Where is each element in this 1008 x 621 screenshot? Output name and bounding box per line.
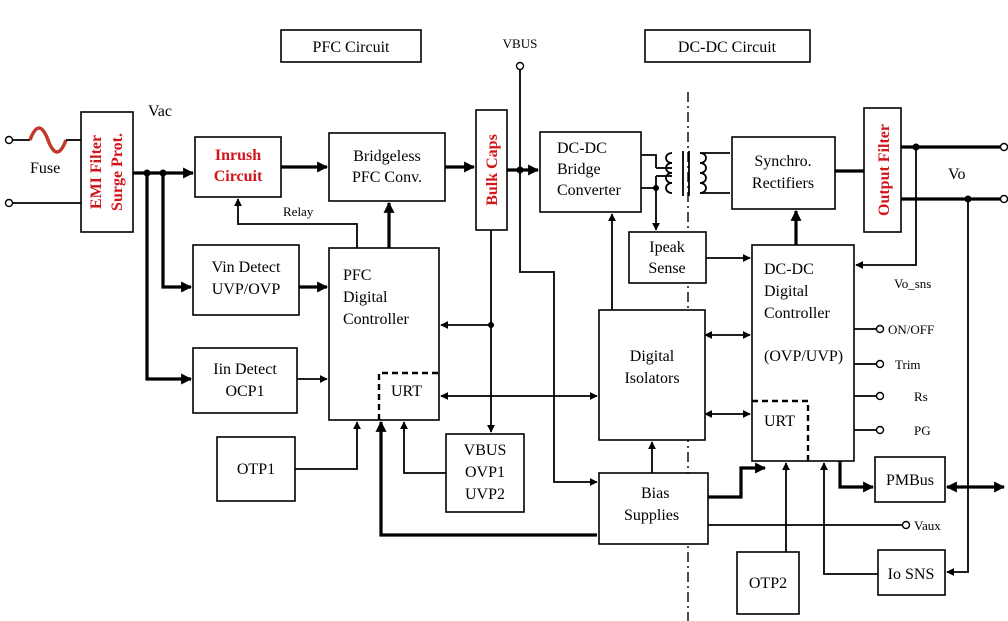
dcdc-urt-label: URT: [764, 413, 795, 430]
bias-line2: Supplies: [624, 507, 679, 524]
bulk-caps-label: Bulk Caps: [484, 134, 501, 206]
io-sns-to-dcdc-ctrl-wire: [820, 462, 878, 575]
dcdc-bridge-line1: DC-DC: [557, 140, 607, 157]
dcdc-control-pins: ON/OFF Trim Rs PG: [854, 322, 934, 438]
bridgeless-line1: Bridgeless: [353, 148, 421, 165]
bias-line1: Bias: [641, 485, 669, 502]
dcdc-ctrl-to-pmbus-wire: [838, 461, 875, 493]
vbus-label: VBUS: [503, 36, 538, 51]
iin-detect-line1: Iin Detect: [213, 361, 277, 378]
pfc-ctrl-line1: PFC: [343, 267, 371, 284]
fuse-icon: [28, 126, 68, 154]
inrush-circuit-block: Inrush Circuit: [194, 136, 282, 198]
vin-detect-line1: Vin Detect: [212, 259, 281, 276]
rs-pin[interactable]: [875, 391, 885, 401]
dcdc-ctrl-line4: (OVP/UVP): [764, 348, 843, 365]
pfc-circuit-header: PFC Circuit: [280, 29, 422, 63]
on-off-label: ON/OFF: [888, 322, 934, 337]
dcdc-digital-controller-block: DC-DC Digital Controller (OVP/UVP) URT: [751, 244, 855, 462]
bridgeless-pfc-block: Bridgeless PFC Conv.: [328, 132, 446, 202]
dcdc-ctrl-line3: Controller: [764, 305, 830, 322]
otp2-label: OTP2: [749, 575, 787, 592]
trim-pin[interactable]: [875, 359, 885, 369]
transformer-icon: [641, 151, 730, 196]
ipeak-line2: Sense: [648, 260, 685, 277]
output-filter-block: Output Filter: [863, 107, 902, 233]
vin-detect-block: Vin Detect UVP/OVP: [192, 244, 300, 316]
pmbus-label: PMBus: [886, 472, 934, 489]
dcdc-ctrl-line1: DC-DC: [764, 261, 814, 278]
otp1-block: OTP1: [216, 436, 296, 502]
synchro-line2: Rectifiers: [752, 175, 814, 192]
output-current-sense-wire: [946, 199, 969, 576]
dcdc-bridge-line3: Converter: [557, 182, 622, 199]
dcdc-bridge-line2: Bridge: [557, 161, 601, 178]
bulk-caps-block: Bulk Caps: [475, 109, 508, 231]
ac-input-terminals: [4, 126, 81, 208]
vbus-terminal: [515, 61, 525, 71]
io-sns-block: Io SNS: [877, 549, 946, 596]
vac-label: Vac: [148, 103, 172, 120]
vaux-terminal: [901, 520, 911, 530]
vo-sns-label: Vo_sns: [894, 276, 931, 291]
isolators-line1: Digital: [630, 348, 675, 365]
dcdc-ctrl-line2: Digital: [764, 283, 809, 300]
inrush-line1: Inrush: [215, 147, 261, 164]
pg-label: PG: [914, 423, 931, 438]
pfc-urt-label: URT: [391, 383, 422, 400]
bias-supplies-block: Bias Supplies: [598, 472, 709, 545]
on-off-pin[interactable]: [875, 324, 885, 334]
vbus-to-bias-wire: [519, 170, 598, 486]
vaux-label: Vaux: [914, 518, 941, 533]
surge-prot-label: Surge Prot.: [109, 133, 126, 211]
vin-detect-line2: UVP/OVP: [212, 281, 281, 298]
emi-filter-label: EMI Filter: [88, 135, 105, 209]
pfc-digital-controller-block: PFC Digital Controller URT: [328, 247, 440, 421]
pfc-circuit-label: PFC Circuit: [313, 39, 390, 56]
emi-filter-block: EMI Filter Surge Prot.: [80, 111, 134, 233]
ipeak-line1: Ipeak: [649, 239, 685, 256]
bias-to-dcdc-ctrl-wire: [708, 462, 767, 499]
otp1-label: OTP1: [237, 461, 275, 478]
vac-to-vin-detect-wire: [161, 173, 193, 293]
otp1-to-pfc-ctrl-wire: [295, 421, 361, 470]
iin-detect-block: Iin Detect OCP1: [192, 347, 298, 414]
rs-label: Rs: [914, 389, 928, 404]
iin-detect-line2: OCP1: [225, 383, 264, 400]
relay-control-wire: [234, 198, 358, 248]
vbus-prot-to-pfc-ctrl-wire: [400, 421, 446, 474]
pfc-ctrl-line3: Controller: [343, 311, 409, 328]
output-filter-label: Output Filter: [876, 124, 893, 216]
ipeak-sense-block: Ipeak Sense: [628, 231, 707, 284]
dcdc-circuit-header: DC-DC Circuit: [644, 29, 811, 63]
vbus-prot-line3: UVP2: [465, 486, 505, 503]
inrush-line2: Circuit: [214, 168, 263, 185]
io-sns-label: Io SNS: [888, 566, 935, 583]
pfc-ctrl-line2: Digital: [343, 289, 388, 306]
vac-to-iin-detect-wire: [145, 173, 193, 385]
vbus-protection-block: VBUS OVP1 UVP2: [445, 433, 525, 513]
fuse-label: Fuse: [30, 160, 60, 177]
relay-label: Relay: [283, 204, 314, 219]
vo-sense-wire: [855, 147, 917, 269]
otp2-block: OTP2: [736, 551, 800, 615]
bias-to-pfc-ctrl-wire: [375, 420, 597, 537]
digital-isolators-block: Digital Isolators: [598, 309, 706, 441]
pmbus-block: PMBus: [874, 456, 946, 503]
vbus-prot-line1: VBUS: [464, 442, 507, 459]
dcdc-circuit-label: DC-DC Circuit: [678, 39, 777, 56]
trim-label: Trim: [895, 357, 921, 372]
synchro-line1: Synchro.: [754, 153, 811, 170]
synchro-rectifiers-block: Synchro. Rectifiers: [731, 136, 836, 210]
vbus-prot-line2: OVP1: [465, 464, 505, 481]
pg-pin[interactable]: [875, 425, 885, 435]
dcdc-bridge-converter-block: DC-DC Bridge Converter: [539, 131, 642, 213]
bridgeless-line2: PFC Conv.: [352, 169, 422, 186]
isolators-line2: Isolators: [624, 370, 679, 387]
vo-label: Vo: [948, 166, 966, 183]
